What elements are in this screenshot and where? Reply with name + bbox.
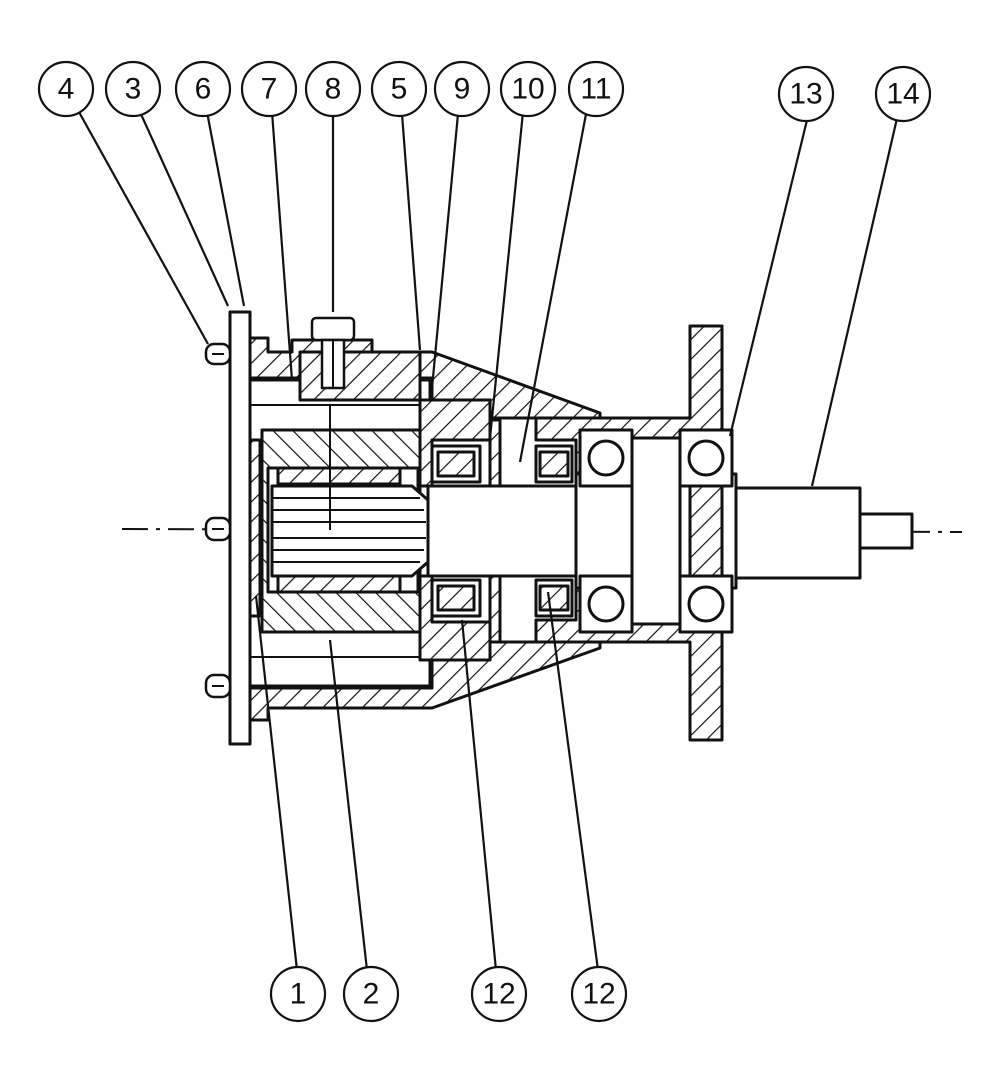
seal-housing <box>418 398 502 662</box>
svg-text:3: 3 <box>125 73 142 106</box>
svg-text:7: 7 <box>261 73 278 106</box>
svg-text:5: 5 <box>391 73 408 106</box>
svg-text:12: 12 <box>482 978 515 1011</box>
end-cover <box>204 310 262 746</box>
callout-14: 14 <box>874 65 932 123</box>
svg-text:11: 11 <box>580 73 611 106</box>
callout-4: 4 <box>37 60 95 118</box>
svg-text:8: 8 <box>325 73 342 106</box>
callout-11: 11 <box>567 60 625 118</box>
svg-text:9: 9 <box>454 73 471 106</box>
callout-12-right: 12 <box>570 965 628 1023</box>
svg-text:6: 6 <box>195 73 212 106</box>
callout-12-left: 12 <box>470 965 528 1023</box>
callout-3: 3 <box>104 60 162 118</box>
callout-8: 8 <box>304 60 362 118</box>
cam-screw <box>310 316 356 390</box>
callout-10: 10 <box>499 60 557 118</box>
callout-2: 2 <box>342 965 400 1023</box>
callout-6: 6 <box>174 60 232 118</box>
svg-text:1: 1 <box>290 978 307 1011</box>
leader-lines <box>78 111 900 971</box>
svg-text:2: 2 <box>363 978 380 1011</box>
svg-text:12: 12 <box>582 978 615 1011</box>
svg-text:4: 4 <box>58 73 75 106</box>
svg-text:13: 13 <box>789 78 822 111</box>
callout-7: 7 <box>240 60 298 118</box>
callout-5: 5 <box>370 60 428 118</box>
callout-9: 9 <box>433 60 491 118</box>
svg-text:10: 10 <box>511 73 544 106</box>
callout-13: 13 <box>777 65 835 123</box>
callout-1: 1 <box>269 965 327 1023</box>
ball-bearings <box>578 428 734 634</box>
svg-text:14: 14 <box>886 78 919 111</box>
